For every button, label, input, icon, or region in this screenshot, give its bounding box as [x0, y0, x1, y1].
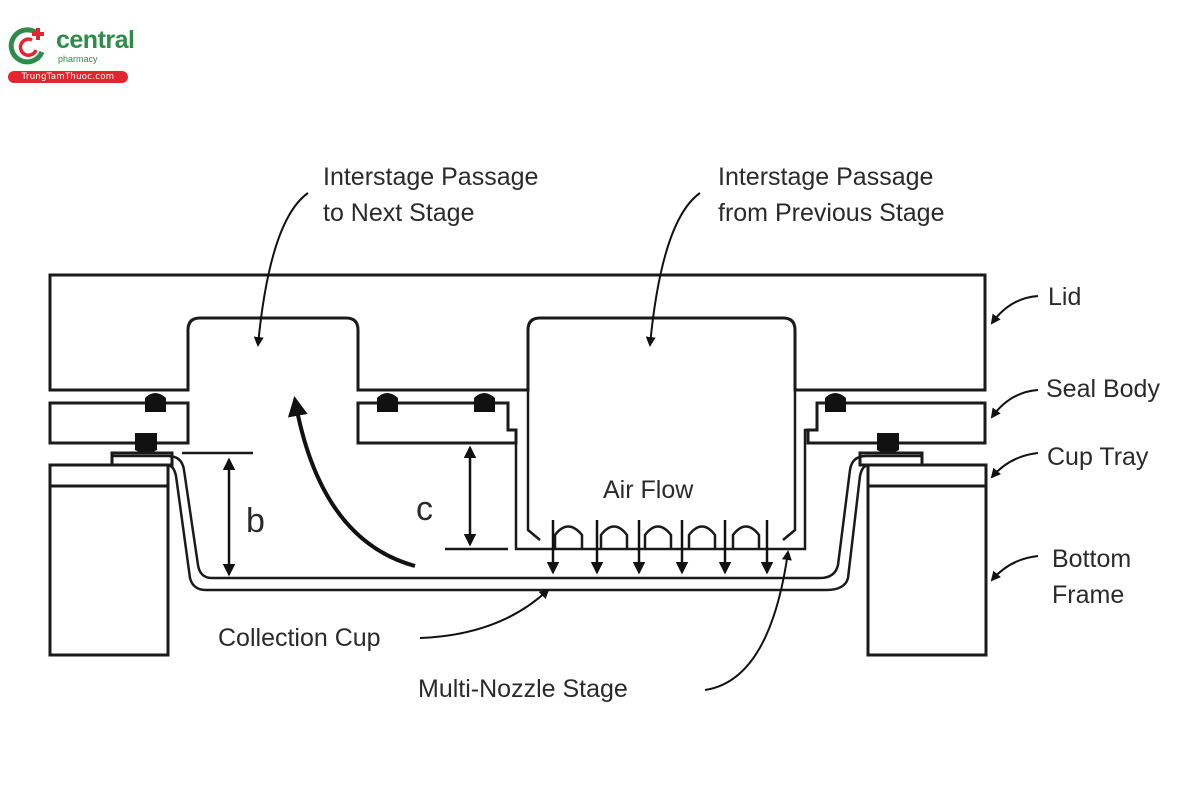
flow-arrow-to-next-stage: [287, 396, 416, 568]
label-passage-prev-1: Interstage Passage: [718, 163, 933, 191]
brand-banner: TrungTamThuoc.com: [8, 71, 128, 83]
multi-nozzle-stage: [506, 403, 819, 551]
label-lid: Lid: [1048, 283, 1081, 311]
bottom-frame-right: [866, 463, 988, 657]
label-air-flow: Air Flow: [603, 476, 694, 504]
label-seal-body: Seal Body: [1046, 375, 1160, 403]
label-multi-nozzle-stage: Multi-Nozzle Stage: [418, 675, 628, 703]
nozzle-stage-inner-wall: [526, 390, 797, 541]
bottom-frame-left: [48, 463, 170, 657]
leader-passage-next: [253, 192, 309, 347]
label-passage-prev-2: from Previous Stage: [718, 199, 945, 227]
collection-cup-outer: [167, 463, 869, 592]
label-collection-cup: Collection Cup: [218, 624, 381, 652]
label-passage-next-2: to Next Stage: [323, 199, 474, 227]
logo: central pharmacy TrungTamThuoc.com: [6, 24, 135, 84]
brand-name: central: [56, 26, 135, 54]
leader-cup-tray: [990, 452, 1039, 479]
seal-body-left: [48, 401, 190, 445]
leader-collection-cup: [419, 588, 550, 639]
dim-c-label: c: [416, 490, 433, 528]
o-ring-seals: [135, 393, 899, 453]
leader-multi-nozzle: [704, 550, 792, 691]
label-bottom-frame-2: Frame: [1052, 581, 1124, 609]
leader-passage-prev: [645, 192, 701, 347]
leader-seal-body: [990, 389, 1039, 419]
brand-subtitle: pharmacy: [58, 54, 98, 64]
lid: [48, 273, 987, 392]
collection-cup: [112, 454, 922, 580]
label-bottom-frame-1: Bottom: [1052, 545, 1131, 573]
label-cup-tray: Cup Tray: [1047, 443, 1149, 471]
leader-bottom-frame: [990, 555, 1039, 582]
label-passage-next-1: Interstage Passage: [323, 163, 538, 191]
air-flow-arrows: [546, 520, 774, 575]
dim-b-label: b: [246, 502, 265, 540]
leader-lid: [990, 295, 1039, 325]
nozzles: [553, 525, 761, 549]
central-pharmacy-logo-icon: [8, 27, 45, 65]
